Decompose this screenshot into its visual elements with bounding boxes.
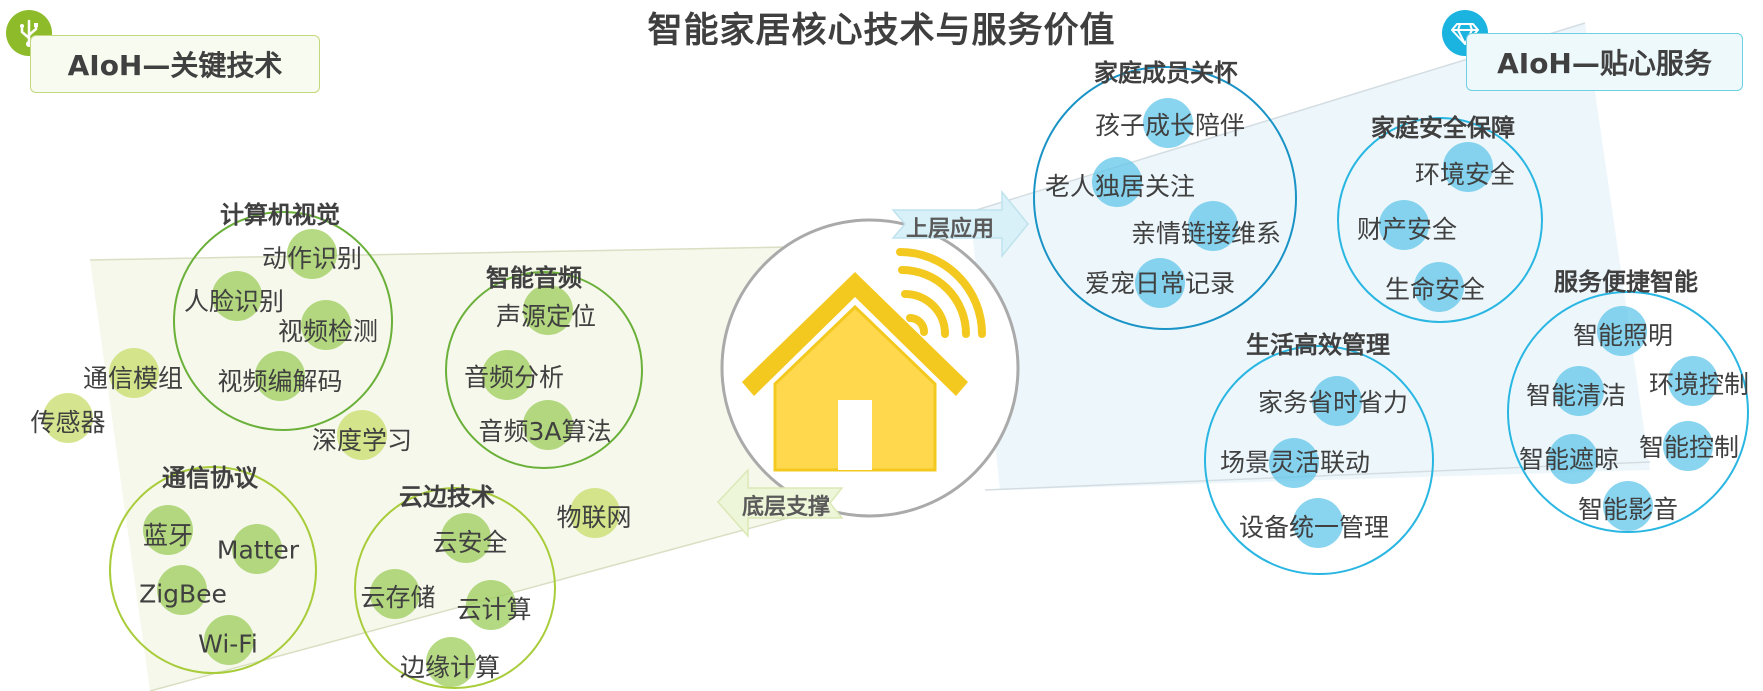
computer-vision-title: 计算机视觉 (220, 201, 340, 229)
tech-item: Wi-Fi (198, 629, 258, 659)
tech-item: 传感器 (30, 408, 106, 437)
tech-item: Matter (216, 535, 300, 565)
tech-item: 云存储 (360, 583, 436, 612)
service-item: 场景灵活联动 (1219, 448, 1371, 477)
tech-item: 通信模组 (82, 364, 184, 393)
tech-item: 云计算 (456, 595, 532, 624)
computer-vision-circle (173, 211, 393, 431)
upper-application-label: 上层应用 (906, 217, 995, 242)
convenience-circle (1507, 291, 1749, 533)
page-title: 智能家居核心技术与服务价值 (647, 11, 1116, 51)
tech-item: 物联网 (556, 503, 632, 532)
service-item: 爱宠日常记录 (1084, 269, 1236, 298)
life-management-title: 生活高效管理 (1246, 331, 1390, 359)
family-care-circle (1033, 66, 1297, 330)
tech-item: 边缘计算 (399, 653, 501, 682)
service-item: 亲情链接维系 (1130, 219, 1282, 248)
service-item: 环境安全 (1414, 160, 1516, 189)
tech-item: 音频分析 (463, 363, 565, 392)
convenience-title: 服务便捷智能 (1554, 268, 1698, 296)
service-item: 生命安全 (1384, 275, 1486, 304)
family-care-title: 家庭成员关怀 (1094, 59, 1238, 87)
upper-application-arrow (891, 189, 1029, 259)
smart-audio-circle (445, 271, 643, 469)
tech-item: 云安全 (432, 528, 508, 557)
lower-support-arrow (716, 468, 844, 538)
service-item: 设备统一管理 (1238, 513, 1390, 542)
life-management-circle (1204, 345, 1434, 575)
service-item: 智能照明 (1572, 321, 1674, 350)
house-icon (742, 272, 968, 472)
smart-audio-title: 智能音频 (486, 264, 582, 292)
key-technology-header: AIoH—关键技术 (30, 35, 320, 93)
service-item: 智能清洁 (1525, 381, 1627, 410)
tech-item: 动作识别 (261, 244, 363, 273)
cloud-edge-title: 云边技术 (399, 483, 495, 511)
service-item: 智能影音 (1577, 495, 1679, 524)
tech-item: 人脸识别 (183, 287, 285, 316)
service-item: 孩子成长陪伴 (1094, 111, 1246, 140)
service-item: 财产安全 (1356, 215, 1458, 244)
lower-support-label: 底层支撑 (742, 495, 831, 520)
home-security-title: 家庭安全保障 (1371, 114, 1515, 142)
home-security-circle (1337, 117, 1543, 323)
comm-protocol-title: 通信协议 (162, 464, 258, 492)
comm-protocol-circle (109, 466, 317, 674)
tech-item: 声源定位 (495, 302, 597, 331)
service-item: 老人独居关注 (1044, 172, 1196, 201)
tech-item: 视频编解码 (217, 367, 343, 396)
tech-item: 深度学习 (311, 426, 413, 455)
service-item: 智能控制 (1638, 433, 1740, 462)
cloud-edge-circle (354, 487, 556, 689)
caring-service-header: AIoH—贴心服务 (1466, 33, 1743, 91)
tech-item: ZigBee (139, 579, 227, 609)
signal-icon (896, 248, 986, 338)
service-panel (970, 23, 1650, 490)
service-item: 智能遮晾 (1518, 445, 1620, 474)
service-item: 家务省时省力 (1257, 388, 1409, 417)
tech-item: 音频3A算法 (478, 417, 612, 446)
tech-item: 蓝牙 (142, 521, 194, 550)
tech-item: 视频检测 (277, 317, 379, 346)
service-item: 环境控制 (1648, 370, 1750, 399)
